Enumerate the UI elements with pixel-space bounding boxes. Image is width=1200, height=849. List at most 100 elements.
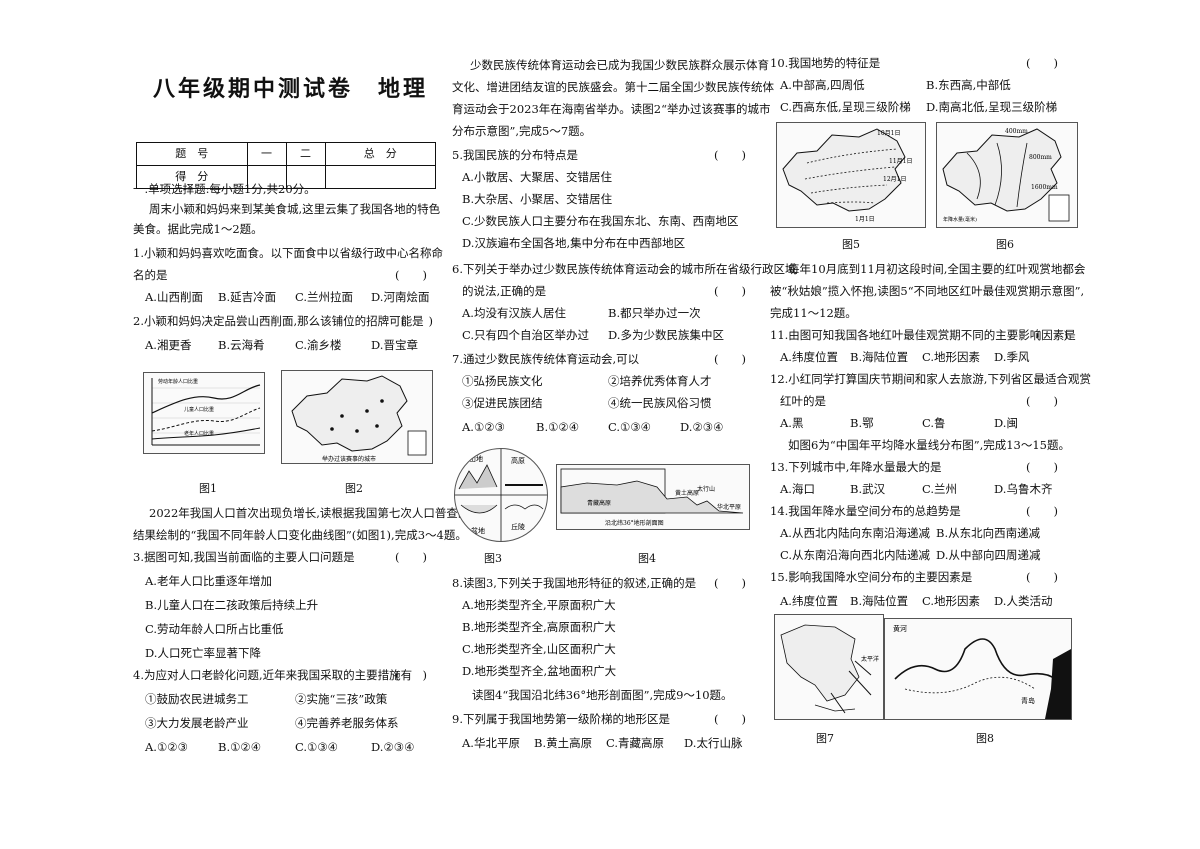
option[interactable]: A.均没有汉族人居住 — [462, 306, 566, 320]
option[interactable]: C.兰州拉面 — [295, 290, 354, 304]
option[interactable]: C.少数民族人口主要分布在我国东北、东南、西南地区 — [462, 214, 739, 228]
answer-paren[interactable]: ( ) — [714, 712, 746, 726]
question-1-stem: 名的是 — [133, 268, 168, 282]
option[interactable]: D.晋宝章 — [371, 338, 418, 352]
intro-text: 育运动会于2023年在海南省举办。读图2“举办过该赛事的城市 — [452, 102, 771, 116]
answer-paren[interactable]: ( ) — [1026, 460, 1058, 474]
option[interactable]: B.①②④ — [536, 420, 580, 434]
option[interactable]: D.人口死亡率显著下降 — [145, 646, 261, 660]
statement-item: ②实施“三孩”政策 — [295, 692, 388, 706]
answer-paren[interactable]: ( ) — [714, 352, 746, 366]
option[interactable]: D.多为少数民族集中区 — [608, 328, 724, 342]
answer-paren[interactable]: ( ) — [395, 268, 427, 282]
option[interactable]: C.从东南沿海向西北内陆递减 — [780, 548, 931, 562]
score-cell[interactable] — [324, 165, 436, 189]
option[interactable]: C.地形因素 — [922, 594, 981, 608]
option[interactable]: C.地形因素 — [922, 350, 981, 364]
option[interactable]: C.青藏高原 — [606, 736, 665, 750]
option[interactable]: B.黄土高原 — [534, 736, 593, 750]
score-cell: 总 分 — [324, 142, 436, 166]
answer-paren[interactable]: ( ) — [395, 668, 427, 682]
option[interactable]: C.劳动年龄人口所占比重低 — [145, 622, 284, 636]
option[interactable]: B.从东北向西南递减 — [936, 526, 1041, 540]
intro-text: 周末小颖和妈妈来到某美食城,这里云集了我国各地的特色 — [149, 202, 441, 216]
profile-title: 沿北纬36°地形剖面图 — [605, 519, 664, 527]
answer-paren[interactable]: ( ) — [714, 284, 746, 298]
statement-item: ①弘扬民族文化 — [462, 374, 543, 388]
option[interactable]: D.②③④ — [680, 420, 724, 434]
option[interactable]: B.大杂居、小聚居、交错居住 — [462, 192, 613, 206]
question-14-stem: 14.我国年降水量空间分布的总趋势是 — [770, 504, 961, 518]
profile-label: 青藏高原 — [587, 499, 611, 507]
option[interactable]: C.鲁 — [922, 416, 946, 430]
option[interactable]: A.湘更香 — [145, 338, 192, 352]
option[interactable]: D.乌鲁木齐 — [994, 482, 1053, 496]
option[interactable]: B.云海肴 — [218, 338, 265, 352]
option[interactable]: A.纬度位置 — [780, 594, 838, 608]
option[interactable]: C.兰州 — [922, 482, 958, 496]
option[interactable]: B.海陆位置 — [850, 350, 909, 364]
option[interactable]: A.中部高,四周低 — [780, 78, 865, 92]
option[interactable]: A.海口 — [780, 482, 815, 496]
option[interactable]: D.太行山脉 — [684, 736, 743, 750]
answer-paren[interactable]: ( ) — [1026, 394, 1058, 408]
answer-paren[interactable]: ( ) — [401, 314, 433, 328]
option[interactable]: B.延吉冷面 — [218, 290, 277, 304]
option[interactable]: D.季风 — [994, 350, 1030, 364]
option[interactable]: A.从西北内陆向东南沿海递减 — [780, 526, 930, 540]
intro-text: 每年10月底到11月初这段时间,全国主要的红叶观赏地都会 — [788, 262, 1086, 276]
option[interactable]: A.黑 — [780, 416, 804, 430]
intro-text: 如图6为“中国年平均降水量线分布图”,完成13～15题。 — [788, 438, 1070, 452]
option[interactable]: D.河南烩面 — [371, 290, 430, 304]
section-heading: 一.单项选择题:每小题1分,共20分。 — [133, 182, 316, 196]
question-3-stem: 3.据图可知,我国当前面临的主要人口问题是 — [133, 550, 355, 564]
option[interactable]: B.海陆位置 — [850, 594, 909, 608]
option[interactable]: B.儿童人口在二孩政策后持续上升 — [145, 598, 319, 612]
option[interactable]: B.都只举办过一次 — [608, 306, 701, 320]
option[interactable]: C.渝乡楼 — [295, 338, 342, 352]
option[interactable]: C.①③④ — [608, 420, 651, 434]
answer-paren[interactable]: ( ) — [1026, 570, 1058, 584]
option[interactable]: B.地形类型齐全,高原面积广大 — [462, 620, 616, 634]
score-table: 题 号 一 二 总 分 得 分 — [136, 142, 436, 189]
option[interactable]: D.地形类型齐全,盆地面积广大 — [462, 664, 617, 678]
option[interactable]: D.人类活动 — [994, 594, 1053, 608]
answer-paren[interactable]: ( ) — [714, 148, 746, 162]
option[interactable]: D.南高北低,呈现三级阶梯 — [926, 100, 1058, 114]
answer-paren[interactable]: ( ) — [1026, 56, 1058, 70]
option[interactable]: A.纬度位置 — [780, 350, 838, 364]
option[interactable]: A.①②③ — [145, 740, 188, 754]
question-5-stem: 5.我国民族的分布特点是 — [452, 148, 578, 162]
option[interactable]: A.山西削面 — [145, 290, 203, 304]
option[interactable]: C.西高东低,呈现三级阶梯 — [780, 100, 911, 114]
answer-paren[interactable]: ( ) — [1026, 504, 1058, 518]
answer-paren[interactable]: ( ) — [395, 550, 427, 564]
option[interactable]: C.只有四个自治区举办过 — [462, 328, 590, 342]
answer-paren[interactable]: ( ) — [1036, 328, 1068, 342]
option[interactable]: A.①②③ — [462, 420, 505, 434]
option[interactable]: A.小散居、大聚居、交错居住 — [462, 170, 612, 184]
option[interactable]: B.①②④ — [218, 740, 262, 754]
map-label: 青岛 — [1021, 696, 1035, 705]
question-8-stem: 8.读图3,下列关于我国地形特征的叙述,正确的是 — [452, 576, 697, 590]
isoline-label: 800mm — [1029, 154, 1052, 161]
score-cell[interactable] — [285, 165, 326, 189]
option[interactable]: D.②③④ — [371, 740, 415, 754]
option[interactable]: D.闽 — [994, 416, 1018, 430]
option[interactable]: B.东西高,中部低 — [926, 78, 1011, 92]
answer-paren[interactable]: ( ) — [714, 576, 746, 590]
option[interactable]: D.汉族遍布全国各地,集中分布在中西部地区 — [462, 236, 686, 250]
option[interactable]: A.老年人口比重逐年增加 — [145, 574, 272, 588]
option[interactable]: B.武汉 — [850, 482, 886, 496]
option[interactable]: D.从中部向四周递减 — [936, 548, 1041, 562]
statement-item: ①鼓励农民进城务工 — [145, 692, 249, 706]
option[interactable]: C.①③④ — [295, 740, 338, 754]
statement-item: ④完善养老服务体系 — [295, 716, 399, 730]
option[interactable]: A.地形类型齐全,平原面积广大 — [462, 598, 616, 612]
isoline-label: 10月1日 — [877, 130, 900, 137]
option[interactable]: C.地形类型齐全,山区面积广大 — [462, 642, 616, 656]
option[interactable]: B.鄂 — [850, 416, 874, 430]
option[interactable]: A.华北平原 — [462, 736, 520, 750]
score-cell[interactable] — [246, 165, 287, 189]
landform-label: 山地 — [469, 454, 483, 463]
